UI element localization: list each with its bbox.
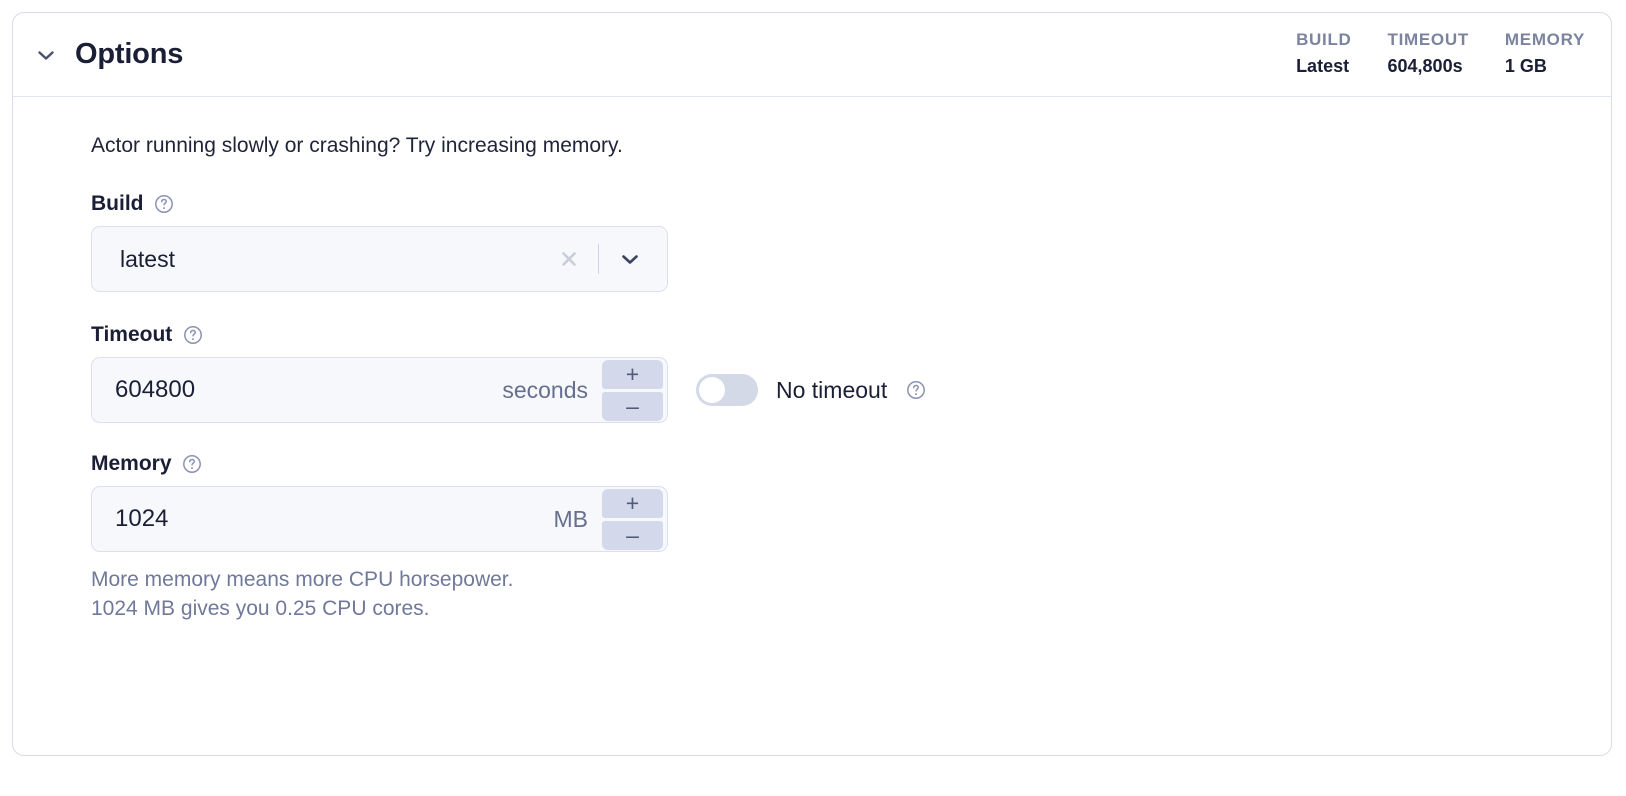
panel-header-left: Options — [13, 40, 183, 69]
no-timeout-label: No timeout — [776, 376, 888, 403]
no-timeout-group: No timeout — [696, 374, 926, 407]
timeout-label: Timeout — [91, 323, 173, 347]
timeout-unit: seconds — [502, 376, 588, 403]
panel-body: Actor running slowly or crashing? Try in… — [13, 97, 1611, 623]
select-divider — [598, 244, 599, 275]
memory-stepper: + – — [602, 488, 667, 550]
memory-input-wrapper[interactable]: 1024 MB + – — [91, 486, 668, 553]
timeout-decrement-button[interactable]: – — [602, 391, 663, 421]
stat-timeout: TIMEOUT 604,800s — [1388, 29, 1469, 78]
intro-text: Actor running slowly or crashing? Try in… — [91, 134, 623, 157]
stat-build: BUILD Latest — [1296, 29, 1351, 78]
memory-unit: MB — [553, 505, 589, 532]
stat-memory: MEMORY 1 GB — [1505, 29, 1585, 78]
help-circle-icon[interactable] — [182, 453, 203, 474]
chevron-down-icon[interactable] — [33, 42, 59, 68]
help-circle-icon[interactable] — [182, 324, 203, 345]
timeout-input[interactable]: 604800 — [115, 376, 196, 404]
panel-header: Options BUILD Latest TIMEOUT 604,800s ME… — [13, 13, 1611, 97]
memory-input[interactable]: 1024 — [115, 505, 169, 533]
chevron-down-icon[interactable] — [613, 242, 647, 276]
stat-memory-label: MEMORY — [1504, 30, 1585, 49]
memory-label-row: Memory — [91, 453, 1611, 474]
memory-row: 1024 MB + – — [91, 486, 1611, 553]
build-label: Build — [91, 192, 144, 216]
timeout-input-wrapper[interactable]: 604800 seconds + – — [91, 357, 668, 424]
stat-build-value: Latest — [1296, 55, 1350, 76]
build-select-value: latest — [120, 245, 175, 272]
timeout-row: 604800 seconds + – No timeout — [91, 357, 1611, 424]
stat-timeout-value: 604,800s — [1387, 55, 1463, 76]
memory-increment-button[interactable]: + — [602, 488, 663, 518]
build-label-row: Build — [91, 193, 1611, 214]
help-circle-icon[interactable] — [905, 380, 926, 401]
memory-label: Memory — [91, 452, 172, 476]
timeout-increment-button[interactable]: + — [602, 359, 663, 389]
timeout-label-row: Timeout — [91, 324, 1611, 345]
options-panel: Options BUILD Latest TIMEOUT 604,800s ME… — [12, 12, 1612, 756]
memory-helper-line-1: More memory means more CPU horsepower. — [91, 568, 514, 592]
stat-timeout-label: TIMEOUT — [1387, 30, 1469, 49]
stat-build-label: BUILD — [1296, 30, 1352, 49]
timeout-stepper: + – — [602, 359, 667, 421]
memory-decrement-button[interactable]: – — [602, 520, 663, 550]
build-select[interactable]: latest — [91, 226, 668, 293]
memory-helper-text: More memory means more CPU horsepower. 1… — [91, 566, 1611, 623]
header-stats: BUILD Latest TIMEOUT 604,800s MEMORY 1 G… — [1296, 29, 1585, 78]
close-icon[interactable] — [552, 242, 586, 276]
toggle-knob — [699, 377, 725, 404]
no-timeout-toggle[interactable] — [696, 374, 758, 407]
stat-memory-value: 1 GB — [1504, 55, 1547, 76]
help-circle-icon[interactable] — [154, 193, 175, 214]
page-title: Options — [75, 38, 184, 70]
memory-helper-line-2: 1024 MB gives you 0.25 CPU cores. — [91, 596, 430, 620]
